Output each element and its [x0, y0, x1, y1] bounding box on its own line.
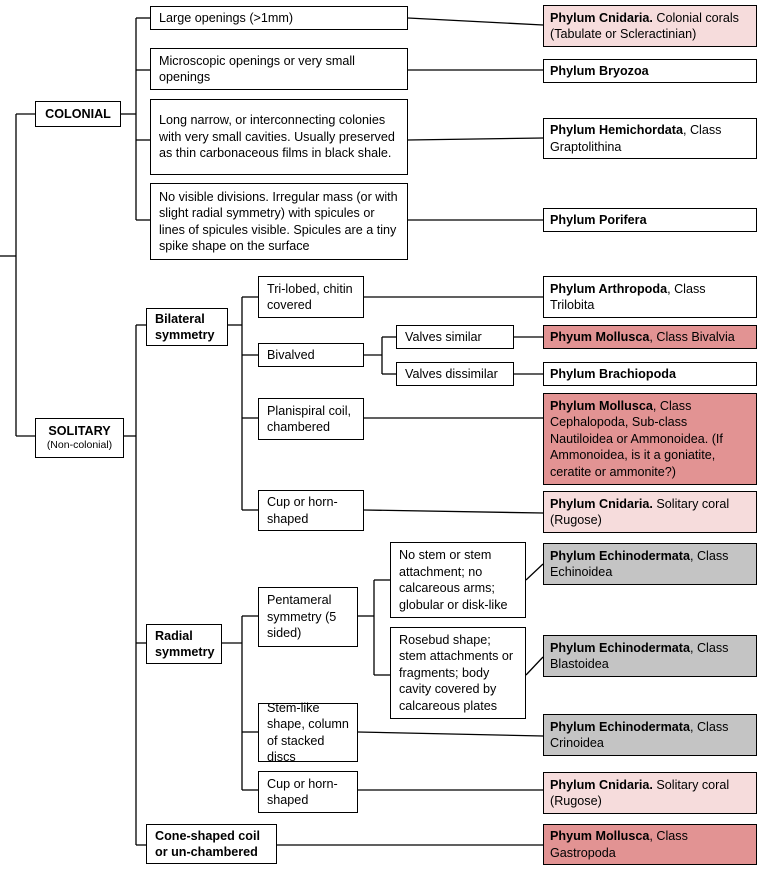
feature-long-narrow-text: Long narrow, or interconnecting colonies…: [159, 113, 395, 161]
result-crinoidea-phylum: Phylum Echinodermata: [550, 719, 690, 734]
result-cephalopoda: Phylum Mollusca, Class Cephalopoda, Sub-…: [543, 393, 757, 485]
feature-microscopic-text: Microscopic openings or very small openi…: [159, 53, 355, 85]
feature-bivalved: Bivalved: [258, 343, 364, 367]
result-bivalvia-phylum: Phyum Mollusca: [550, 329, 650, 344]
result-arthropoda: Phylum Arthropoda, Class Trilobita: [543, 276, 757, 318]
feature-trilobed: Tri-lobed, chitin covered: [258, 276, 364, 318]
result-cnidaria-solitary-1: Phylum Cnidaria. Solitary coral (Rugose): [543, 491, 757, 533]
result-bivalvia-detail: , Class Bivalvia: [649, 329, 735, 344]
result-cephalopoda-detail: , Class Cephalopoda, Sub-class Nautiloid…: [550, 398, 723, 479]
feature-long-narrow: Long narrow, or interconnecting colonies…: [150, 99, 408, 175]
result-cnidaria-colonial: Phylum Cnidaria. Colonial corals (Tabula…: [543, 5, 757, 47]
result-brachiopoda: Phylum Brachiopoda: [543, 362, 757, 386]
subgroup-bilateral: Bilateral symmetry: [146, 308, 228, 346]
result-cephalopoda-phylum: Phylum Mollusca: [550, 398, 653, 413]
result-echinoidea-detail: , Class Echinoidea: [550, 548, 729, 580]
feature-no-divisions-text: No visible divisions. Irregular mass (or…: [159, 189, 398, 254]
result-crinoidea-detail: , Class Crinoidea: [550, 719, 729, 751]
subgroup-bilateral-text: Bilateral symmetry: [155, 311, 215, 343]
feature-cup-radial: Cup or horn-shaped: [258, 771, 358, 813]
result-hemichordata-detail: , Class Graptolithina: [550, 123, 722, 154]
feature-valves-similar: Valves similar: [396, 325, 514, 349]
group-colonial: COLONIAL: [35, 101, 121, 127]
feature-cup-bilateral-text: Cup or horn-shaped: [267, 495, 338, 526]
feature-large-openings-text: Large openings (>1mm): [159, 10, 294, 25]
feature-planispiral: Planispiral coil, chambered: [258, 398, 364, 440]
result-brachiopoda-phylum: Phylum Brachiopoda: [550, 366, 676, 381]
result-cnidaria-solitary-1-phylum: Phylum Cnidaria.: [550, 496, 653, 511]
feature-trilobed-text: Tri-lobed, chitin covered: [267, 281, 353, 313]
feature-stem-like: Stem-like shape, column of stacked discs: [258, 701, 358, 764]
result-blastoidea-phylum: Phylum Echinodermata: [550, 640, 690, 655]
feature-microscopic: Microscopic openings or very small openi…: [150, 48, 408, 90]
subgroup-radial-text: Radial symmetry: [155, 628, 215, 660]
result-cnidaria-solitary-2-detail: Solitary coral (Rugose): [550, 777, 730, 809]
feature-stem-like-text: Stem-like shape, column of stacked discs: [267, 700, 349, 765]
result-bivalvia: Phyum Mollusca, Class Bivalvia: [543, 325, 757, 349]
group-solitary-label: SOLITARY: [48, 424, 111, 438]
feature-planispiral-text: Planispiral coil, chambered: [267, 403, 351, 435]
result-gastropoda: Phyum Mollusca, Class Gastropoda: [543, 824, 757, 865]
result-cnidaria-solitary-2-phylum: Phylum Cnidaria.: [550, 777, 653, 792]
feature-rosebud: Rosebud shape; stem attachments or fragm…: [390, 627, 526, 719]
result-cnidaria-colonial-detail: Colonial corals (Tabulate or Scleractini…: [550, 10, 739, 42]
feature-pentameral-text: Pentameral symmetry (5 sided): [267, 593, 337, 641]
group-solitary: SOLITARY (Non-colonial): [35, 418, 124, 458]
result-hemichordata-phylum: Phylum Hemichordata: [550, 123, 683, 137]
feature-large-openings: Large openings (>1mm): [150, 6, 408, 30]
group-solitary-sub: (Non-colonial): [46, 439, 113, 451]
result-porifera-phylum: Phylum Porifera: [550, 212, 647, 227]
feature-cup-bilateral: Cup or horn-shaped: [258, 490, 364, 531]
result-gastropoda-detail: , Class Gastropoda: [550, 829, 688, 860]
feature-no-stem-text: No stem or stem attachment; no calcareou…: [399, 548, 508, 612]
subgroup-cone: Cone-shaped coil or un-chambered: [146, 824, 277, 864]
result-cnidaria-solitary-2: Phylum Cnidaria. Solitary coral (Rugose): [543, 772, 757, 814]
result-crinoidea: Phylum Echinodermata, Class Crinoidea: [543, 714, 757, 756]
result-porifera: Phylum Porifera: [543, 208, 757, 232]
feature-cup-radial-text: Cup or horn-shaped: [267, 776, 338, 808]
result-echinoidea: Phylum Echinodermata, Class Echinoidea: [543, 543, 757, 585]
result-cnidaria-solitary-1-detail: Solitary coral (Rugose): [550, 496, 730, 528]
result-arthropoda-phylum: Phylum Arthropoda: [550, 281, 668, 296]
feature-no-stem: No stem or stem attachment; no calcareou…: [390, 542, 526, 618]
feature-valves-dissimilar-text: Valves dissimilar: [405, 366, 498, 381]
feature-rosebud-text: Rosebud shape; stem attachments or fragm…: [399, 632, 514, 713]
feature-bivalved-text: Bivalved: [267, 347, 315, 362]
result-blastoidea-detail: , Class Blastoidea: [550, 640, 729, 672]
subgroup-radial: Radial symmetry: [146, 624, 222, 664]
result-bryozoa-phylum: Phylum Bryozoa: [550, 63, 649, 78]
group-colonial-label: COLONIAL: [45, 106, 111, 121]
result-arthropoda-detail: , Class Trilobita: [550, 281, 706, 313]
feature-no-divisions: No visible divisions. Irregular mass (or…: [150, 183, 408, 260]
result-echinoidea-phylum: Phylum Echinodermata: [550, 548, 690, 563]
feature-pentameral: Pentameral symmetry (5 sided): [258, 587, 358, 647]
feature-valves-dissimilar: Valves dissimilar: [396, 362, 514, 386]
result-blastoidea: Phylum Echinodermata, Class Blastoidea: [543, 635, 757, 677]
result-cnidaria-colonial-phylum: Phylum Cnidaria.: [550, 10, 653, 25]
result-bryozoa: Phylum Bryozoa: [543, 59, 757, 83]
subgroup-cone-text: Cone-shaped coil or un-chambered: [155, 828, 260, 860]
feature-valves-similar-text: Valves similar: [405, 329, 482, 344]
result-gastropoda-phylum: Phyum Mollusca: [550, 829, 650, 843]
result-hemichordata: Phylum Hemichordata, Class Graptolithina: [543, 118, 757, 159]
